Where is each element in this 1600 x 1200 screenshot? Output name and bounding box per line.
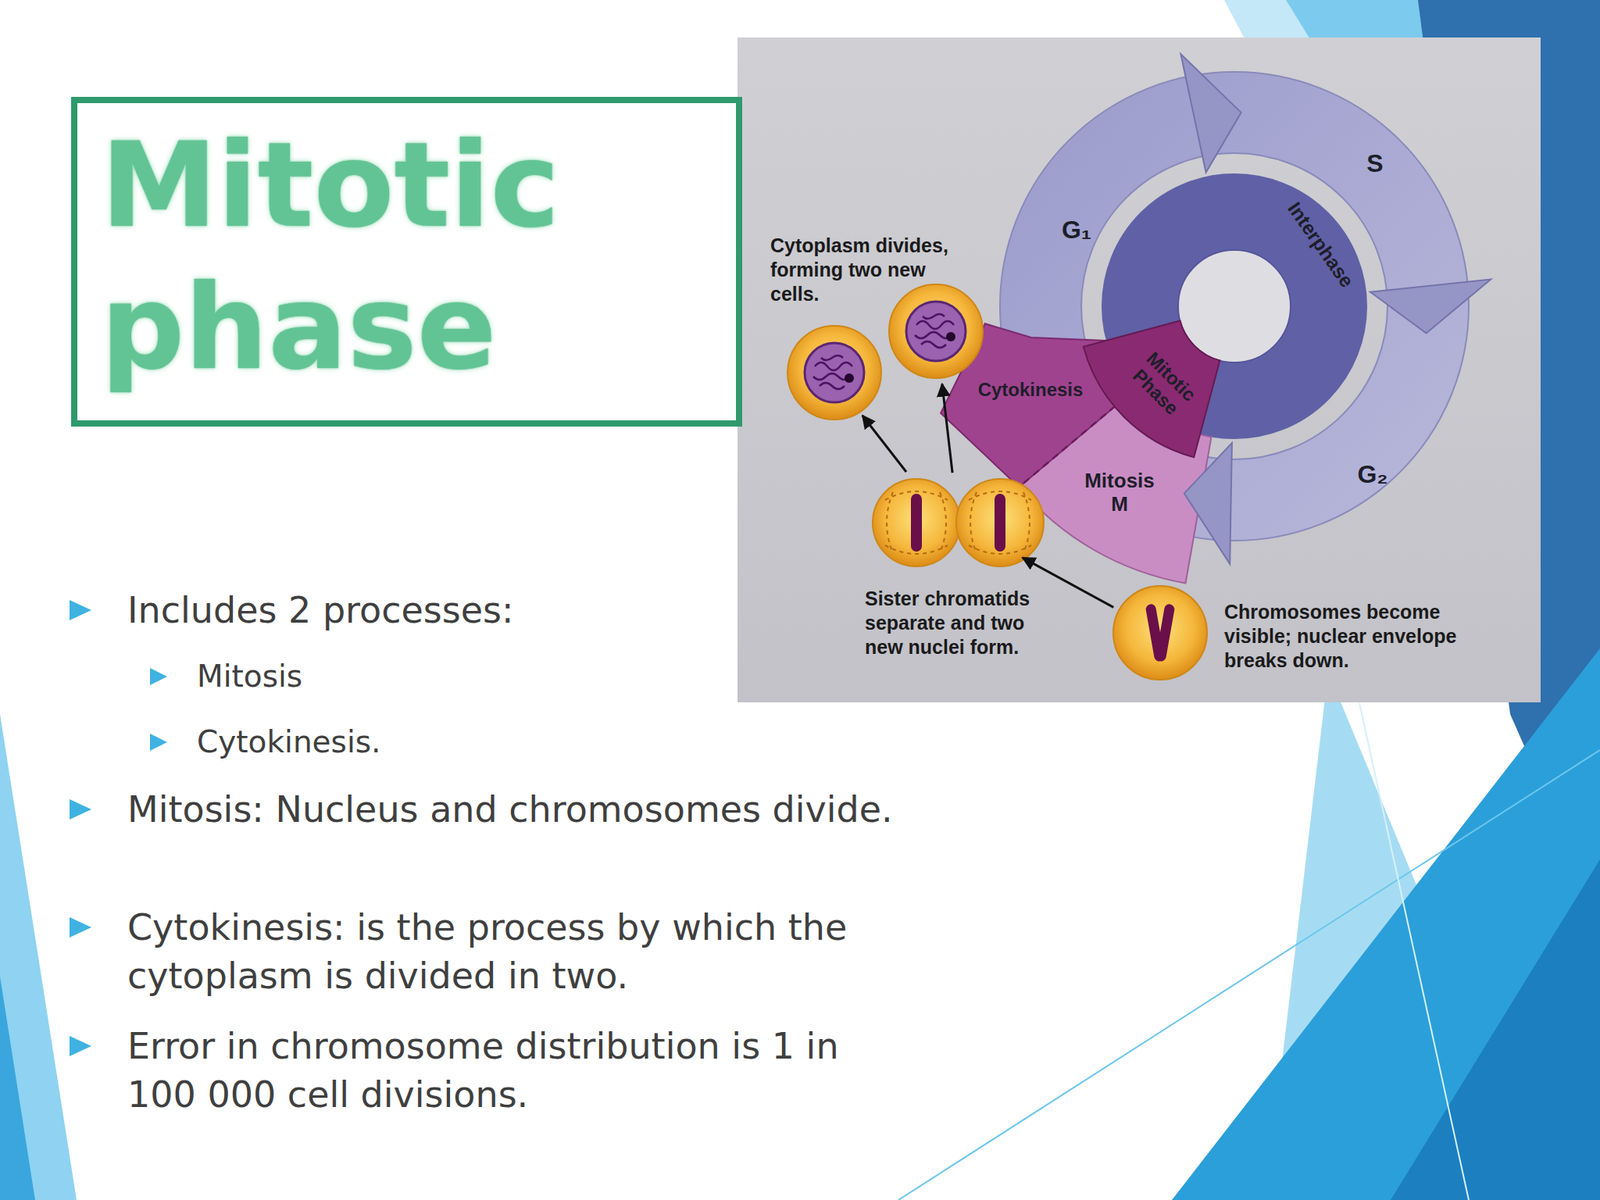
figure-part bbox=[946, 332, 956, 342]
chromatin bbox=[813, 355, 853, 390]
figure-part bbox=[914, 314, 954, 348]
phase-band: Interphase bbox=[1264, 172, 1378, 317]
decor-shape bbox=[1171, 648, 1600, 1200]
decor-line bbox=[1359, 703, 1469, 1200]
cell-nucleus bbox=[804, 342, 865, 403]
title-box: Mitotic phase bbox=[71, 96, 743, 427]
cell-circle: Sister chromatids separate and two new n… bbox=[870, 476, 1047, 569]
stage-arrow bbox=[1022, 557, 1114, 608]
decor-shape bbox=[1390, 859, 1600, 1200]
cell-caption: Chromosomes become visible; nuclear enve… bbox=[1224, 600, 1506, 673]
figure-part bbox=[886, 282, 986, 381]
bullet-point: Cytokinesis: is the process by which the… bbox=[127, 903, 909, 1000]
figure-part bbox=[1113, 585, 1208, 680]
cycle-arrowhead bbox=[1180, 53, 1241, 173]
figure-part bbox=[1110, 583, 1210, 683]
cell-body bbox=[787, 325, 882, 420]
bullet-point: Mitosis: Nucleus and chromosomes divide. bbox=[127, 785, 909, 834]
mitotic-phase-segment bbox=[1083, 321, 1221, 458]
cell-circle: Cytoplasm divides, forming two new cells… bbox=[886, 282, 986, 381]
phase-label: G₁ bbox=[1061, 215, 1092, 245]
phase-band: G₂ bbox=[1341, 454, 1404, 494]
phase-label: Mitotic Phase bbox=[1117, 339, 1210, 431]
sub-bullet: Mitosis bbox=[196, 656, 666, 697]
phase-band: Mitosis M bbox=[1080, 465, 1159, 521]
phase-band: G₁ bbox=[1045, 210, 1108, 250]
cycle-arrowhead bbox=[1184, 442, 1233, 565]
cell-circle: Chromosomes become visible; nuclear enve… bbox=[1110, 583, 1210, 683]
phase-label: G₂ bbox=[1357, 460, 1388, 490]
figure-panel bbox=[737, 37, 1541, 703]
phase-band: Cytokinesis bbox=[964, 375, 1097, 404]
figure-part bbox=[870, 476, 1047, 569]
decor-line bbox=[898, 750, 1600, 1200]
decor-shape bbox=[0, 714, 77, 1200]
decor-shape bbox=[0, 976, 36, 1200]
nucleolus bbox=[844, 373, 854, 383]
figure-part bbox=[956, 478, 1044, 567]
figure-part bbox=[872, 478, 961, 567]
slide-title: Mitotic phase bbox=[100, 114, 726, 399]
figure-part bbox=[1155, 603, 1176, 662]
phase-label: Mitosis M bbox=[1080, 469, 1159, 517]
cell-caption: Cytoplasm divides, forming two new cells… bbox=[770, 233, 958, 307]
figure-part bbox=[885, 491, 948, 554]
figure-part bbox=[910, 493, 922, 552]
daughter-cell bbox=[787, 325, 882, 420]
figure-part bbox=[889, 284, 983, 379]
phase-label: Interphase bbox=[1283, 197, 1359, 292]
phase-band: S bbox=[1351, 143, 1399, 183]
leader-arrow bbox=[862, 415, 907, 472]
cycle-arrowhead bbox=[1370, 279, 1491, 334]
figure-part bbox=[1145, 603, 1176, 662]
phase-label: S bbox=[1366, 149, 1383, 179]
figure-part bbox=[994, 493, 1006, 552]
cell-caption: Sister chromatids separate and two new n… bbox=[864, 586, 1061, 660]
phase-band: Mitotic Phase bbox=[1114, 335, 1212, 433]
figure-part bbox=[968, 491, 1032, 554]
stage-arrow bbox=[942, 384, 953, 474]
cycle-band-edge bbox=[1081, 153, 1388, 460]
figure-part bbox=[906, 301, 966, 361]
sub-bullet: Cytokinesis. bbox=[196, 721, 666, 763]
bullet-point: Error in chromosome distribution is 1 in… bbox=[127, 1021, 909, 1119]
bullet-point: Includes 2 processes: bbox=[127, 585, 909, 635]
phase-label: Cytokinesis bbox=[978, 378, 1084, 401]
